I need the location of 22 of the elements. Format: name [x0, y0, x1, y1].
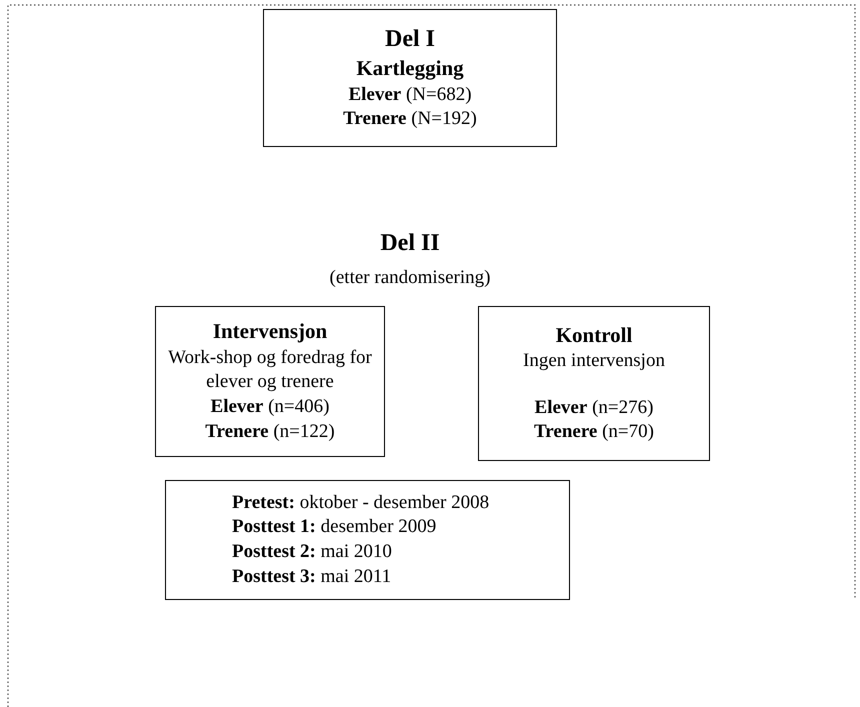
text-line: Posttest 1: desember 2009	[232, 515, 438, 540]
text-line: Elever (N=682)	[347, 82, 473, 107]
heading: Kontroll	[554, 322, 634, 349]
subtitle: (etter randomisering)	[328, 267, 492, 289]
text-box	[263, 9, 557, 147]
text-box	[155, 306, 385, 457]
text-line: Kartlegging	[355, 55, 465, 82]
text-line: Elever (n=406)	[210, 395, 330, 420]
text-box	[165, 480, 570, 600]
text-line: Ingen intervensjon	[522, 349, 666, 374]
text-line: Trenere (n=122)	[204, 420, 336, 444]
heading: Intervensjon	[212, 318, 328, 346]
text-box	[478, 306, 710, 461]
text-line: Work-shop og foredrag for elever og trenere	[167, 346, 373, 394]
text-line: Elever (n=276)	[534, 396, 654, 420]
text-line: Pretest: oktober - desember 2008	[232, 490, 490, 515]
text-line: Posttest 3: mai 2011	[232, 564, 392, 589]
text-line: Posttest 2: mai 2010	[232, 540, 393, 564]
section-heading: Del II	[379, 230, 441, 257]
text-line: Trenere (N=192)	[342, 107, 478, 132]
heading: Del I	[384, 25, 436, 54]
text-line: Trenere (n=70)	[533, 420, 655, 444]
